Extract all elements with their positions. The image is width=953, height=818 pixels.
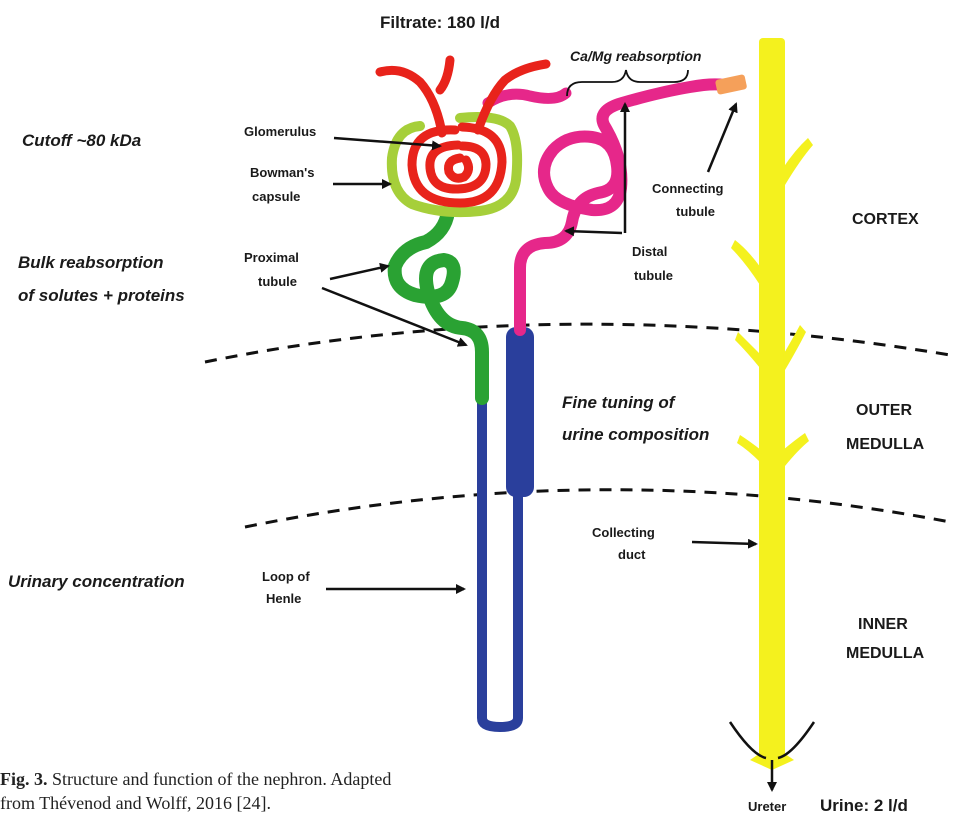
fine-label-line2: urine composition	[562, 425, 709, 444]
proximal-label-line1: Proximal	[244, 250, 299, 265]
loop-label-line1: Loop of	[262, 569, 310, 584]
cutoff-label: Cutoff ~80 kDa	[22, 131, 141, 150]
cortex-medulla-boundary	[205, 324, 950, 362]
caption-fig: Fig. 3.	[0, 769, 48, 789]
outer-inner-medulla-boundary	[245, 490, 950, 527]
distal-label-line2: tubule	[634, 268, 673, 283]
bowman-label-line1: Bowman's	[250, 165, 315, 180]
inner-medulla-line2: MEDULLA	[846, 645, 925, 662]
caption-line1: Fig. 3. Structure and function of the ne…	[0, 769, 391, 789]
connecting-label-line1: Connecting	[652, 181, 724, 196]
ca-mg-label: Ca/Mg reabsorption	[570, 48, 701, 64]
connecting-label-line2: tubule	[676, 204, 715, 219]
proximal-label-line2: tubule	[258, 274, 297, 289]
distal-label-line1: Distal	[632, 244, 667, 259]
afferent-ascending-link	[488, 93, 566, 103]
proximal-tubule-shape	[395, 212, 482, 398]
urinary-label: Urinary concentration	[8, 572, 185, 591]
collecting-duct-shape	[731, 38, 813, 770]
loop-label-line2: Henle	[266, 591, 301, 606]
bowman-label-line2: capsule	[252, 189, 300, 204]
connecting-tubule-shape	[715, 74, 747, 95]
caption-line1-text: Structure and function of the nephron. A…	[48, 769, 392, 789]
cortex-label: CORTEX	[852, 211, 919, 228]
caption-line2: from Thévenod and Wolff, 2016 [24].	[0, 793, 271, 813]
urine-label: Urine: 2 l/d	[820, 796, 908, 815]
glomerulus-label: Glomerulus	[244, 124, 316, 139]
thick-ascending-limb-shape	[506, 327, 534, 497]
collecting-label-line2: duct	[618, 547, 646, 562]
collecting-arrow	[692, 542, 756, 544]
bulk-label-line1: Bulk reabsorption	[18, 253, 163, 272]
bulk-label-line2: of solutes + proteins	[18, 286, 185, 305]
connecting-arrow	[708, 104, 736, 172]
inner-medulla-line1: INNER	[858, 616, 908, 633]
outer-medulla-line2: MEDULLA	[846, 436, 925, 453]
fine-label-line1: Fine tuning of	[562, 393, 677, 412]
outer-medulla-line1: OUTER	[856, 402, 912, 419]
proximal-arrow-1	[330, 266, 388, 279]
collecting-label-line1: Collecting	[592, 525, 655, 540]
ureter-label: Ureter	[748, 799, 786, 814]
filtrate-label: Filtrate: 180 l/d	[380, 13, 500, 32]
